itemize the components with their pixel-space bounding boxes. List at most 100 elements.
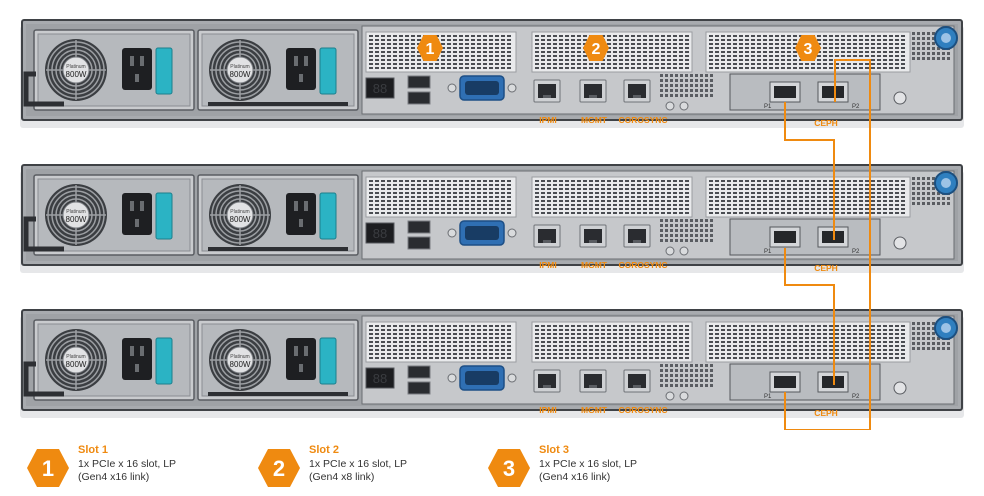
psu-handle <box>23 216 64 252</box>
usb-port-2 <box>407 91 431 105</box>
slot-2-description: 1x PCIe x 16 slot, LP (Gen4 x8 link) <box>309 458 407 484</box>
diagnostic-digits: 88 <box>373 226 387 241</box>
nic-port-label-2: P2 <box>852 394 860 400</box>
slot-2-hex-number: 2 <box>273 456 285 481</box>
psu-label: Platinum <box>230 64 249 70</box>
mgmt-port <box>579 79 607 103</box>
psu-label: Platinum <box>66 354 85 360</box>
diagnostic-display <box>365 367 395 389</box>
psu-release-clip <box>155 192 173 240</box>
psu-handle <box>23 361 64 397</box>
ac-inlet <box>122 338 152 380</box>
ac-inlet <box>122 193 152 235</box>
mgmt-label: MGMT <box>581 115 608 125</box>
slot-2-title: Slot 2 <box>309 444 339 456</box>
slot-1-line1: 1x PCIe x 16 slot, LP <box>78 458 177 470</box>
slot-1-badge-icon: 1 <box>417 35 443 61</box>
ipmi-label: IPMI <box>539 115 556 125</box>
slot-1-grille <box>365 176 517 218</box>
corosync-port <box>623 224 651 248</box>
corosync-port <box>623 79 651 103</box>
psu-release-clip <box>155 47 173 95</box>
psu-wattage: 800W <box>66 215 87 224</box>
slot-badge-number: 2 <box>592 41 601 58</box>
ac-inlet <box>286 48 316 90</box>
nic-port-label-2: P2 <box>852 104 860 110</box>
usb-port-2 <box>407 381 431 395</box>
ac-inlet <box>122 48 152 90</box>
slot-3-title: Slot 3 <box>539 444 569 456</box>
screw-icon <box>893 236 907 250</box>
psu-wattage: 800W <box>230 360 251 369</box>
ceph-nic <box>729 73 881 111</box>
ceph-cable-3 <box>784 59 871 431</box>
ceph-label: CEPH <box>814 408 838 418</box>
slot-1-description: 1x PCIe x 16 slot, LP (Gen4 x16 link) <box>78 458 176 484</box>
psu-wattage: 800W <box>230 70 251 79</box>
psu-label: Platinum <box>66 209 85 215</box>
slot-3-hex-icon: 3 <box>488 449 530 487</box>
vent-grid <box>660 364 713 387</box>
ceph-label: CEPH <box>814 263 838 273</box>
slot-2-grille <box>531 176 693 218</box>
slot-2-badge-icon: 2 <box>583 35 609 61</box>
corosync-label: COROSYNC <box>618 405 667 415</box>
slot-3-hex-number: 3 <box>503 456 515 481</box>
slot-1-title: Slot 1 <box>78 444 108 456</box>
psu-release-clip <box>319 192 337 240</box>
psu-handle <box>23 71 64 107</box>
psu-release-clip <box>319 47 337 95</box>
ipmi-port <box>533 369 561 393</box>
ceph-cable-1 <box>784 102 835 240</box>
nic-port-label-1: P1 <box>764 249 772 255</box>
sfp-port-2 <box>817 81 849 103</box>
ipmi-port <box>533 224 561 248</box>
slot-3-grille <box>705 176 911 218</box>
slot-3-description: 1x PCIe x 16 slot, LP (Gen4 x16 link) <box>539 458 637 484</box>
ceph-nic <box>729 363 881 401</box>
psu-wattage: 800W <box>66 70 87 79</box>
vent-grid <box>660 219 713 242</box>
slot-badge-number: 3 <box>804 41 813 58</box>
diagnostic-digits: 88 <box>373 371 387 386</box>
ceph-cabling <box>784 59 871 431</box>
sfp-port-1 <box>769 371 801 393</box>
diagnostic-display <box>365 222 395 244</box>
nic-port-label-1: P1 <box>764 104 772 110</box>
ipmi-label: IPMI <box>539 260 556 270</box>
diagnostic-display <box>365 77 395 99</box>
ac-inlet <box>286 338 316 380</box>
ipmi-label: IPMI <box>539 405 556 415</box>
slot-3-badge-icon: 3 <box>795 35 821 61</box>
usb-port-1 <box>407 75 431 89</box>
slot-2-line2: (Gen4 x8 link) <box>309 471 375 483</box>
sfp-port-1 <box>769 226 801 248</box>
ceph-label: CEPH <box>814 118 838 128</box>
psu-wattage: 800W <box>230 215 251 224</box>
psu-release-clip <box>155 337 173 385</box>
slot-1-hex-icon: 1 <box>27 449 69 487</box>
nic-port-label-2: P2 <box>852 249 860 255</box>
slot-1-grille <box>365 321 517 363</box>
slot-3-line1: 1x PCIe x 16 slot, LP <box>539 458 638 470</box>
slot-2-grille <box>531 321 693 363</box>
nic-port-label-1: P1 <box>764 394 772 400</box>
slot-2-grille <box>531 31 693 73</box>
corosync-label: COROSYNC <box>618 260 667 270</box>
psu-label: Platinum <box>230 209 249 215</box>
ipmi-port <box>533 79 561 103</box>
slot-3-line2: (Gen4 x16 link) <box>539 471 611 483</box>
slot-1-line2: (Gen4 x16 link) <box>78 471 150 483</box>
mgmt-port <box>579 369 607 393</box>
slot-2-hex-icon: 2 <box>258 449 300 487</box>
vent-grid <box>660 74 713 97</box>
sfp-port-1 <box>769 81 801 103</box>
ac-inlet <box>286 193 316 235</box>
